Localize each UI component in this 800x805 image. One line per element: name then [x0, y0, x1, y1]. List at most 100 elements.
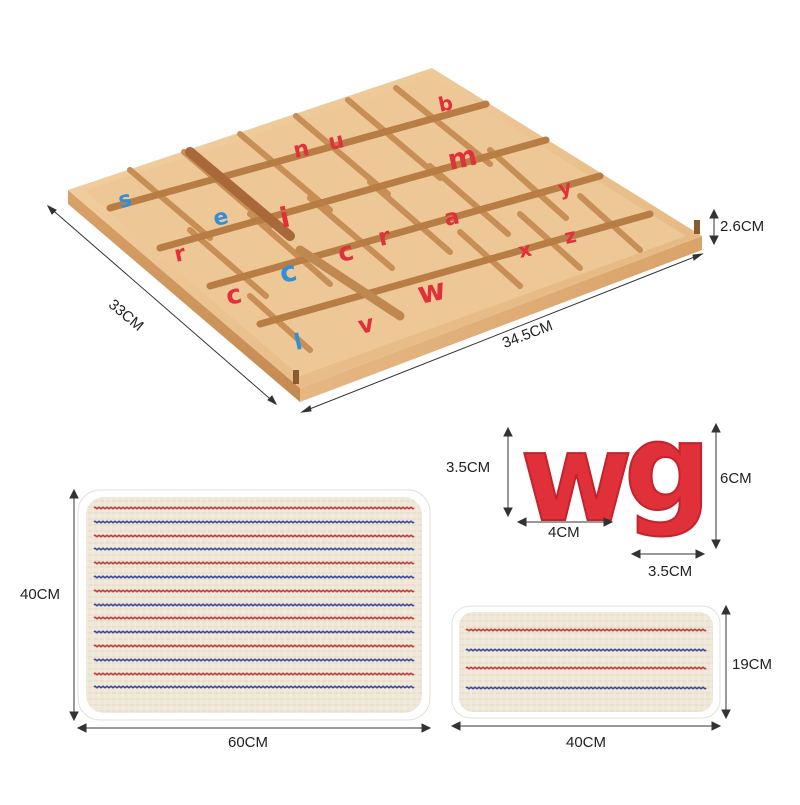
divider	[247, 211, 333, 287]
divider	[237, 131, 333, 213]
letter-w-piece: w	[519, 406, 634, 550]
tray-side-right	[300, 236, 702, 402]
arrowhead	[721, 604, 731, 615]
letter-g-height-label: 6CM	[720, 470, 752, 487]
arrowhead	[603, 517, 614, 527]
arrowhead	[711, 539, 721, 550]
divider	[106, 100, 490, 212]
large-mat-height-label: 40CM	[20, 586, 61, 603]
large-mat-width-label: 60CM	[228, 734, 269, 751]
divider	[427, 163, 511, 237]
mat-stripe	[465, 686, 707, 690]
mat-stripes	[465, 628, 707, 690]
svg-text:r: r	[172, 241, 188, 268]
dimension-line-width	[301, 253, 703, 413]
small-mat-height-label: 19CM	[732, 656, 773, 673]
tray-dividers-cross	[106, 100, 654, 328]
divider	[256, 210, 654, 328]
letter-g-piece: g	[623, 396, 712, 540]
mat-stripe	[93, 644, 415, 648]
wooden-tray: s r e c c i l c r n u b m w v a x z y	[68, 68, 702, 402]
tray-floor	[84, 78, 686, 376]
arrowhead	[516, 517, 527, 527]
arrowhead	[46, 204, 57, 215]
letter-w-width-label: 4CM	[548, 524, 580, 541]
mat-stripe	[93, 575, 415, 579]
tray-dividers	[127, 85, 643, 353]
svg-text:c: c	[335, 236, 356, 269]
letter-g: g	[624, 397, 711, 539]
svg-text:u: u	[326, 128, 347, 156]
arrowhead	[503, 507, 513, 518]
svg-text:c: c	[277, 254, 300, 290]
mat-stripe	[93, 672, 415, 676]
mat-stripe	[93, 603, 415, 607]
small-mat-width-label: 40CM	[566, 734, 607, 751]
arrowhead	[695, 549, 706, 559]
arrowhead	[630, 549, 641, 559]
large-mat-dimension-lines	[69, 488, 432, 733]
divider	[127, 167, 213, 241]
small-mat-dimension-lines	[450, 604, 731, 731]
svg-text:v: v	[355, 309, 376, 340]
mat-stripe	[93, 520, 415, 524]
arrowhead	[421, 723, 432, 733]
tray-joint	[293, 370, 299, 384]
mat-stripe	[93, 685, 415, 689]
mat-stripe	[465, 628, 707, 632]
mat-stripe	[93, 589, 415, 593]
mat-stripe	[93, 534, 415, 538]
divider	[187, 227, 269, 299]
arrowhead	[711, 422, 721, 433]
svg-text:z: z	[562, 223, 578, 249]
arrowhead	[69, 711, 79, 722]
svg-text:c: c	[223, 279, 244, 312]
mat-stripe	[93, 658, 415, 662]
dimension-line-depth	[47, 205, 277, 405]
arrowhead	[721, 709, 731, 720]
svg-text:b: b	[436, 90, 455, 116]
mat-stripe	[93, 506, 415, 510]
mat-stripe	[93, 616, 415, 620]
letter-w-height-label: 3.5CM	[446, 459, 491, 476]
divider	[307, 195, 395, 271]
tray-side-left	[68, 190, 300, 402]
divider	[156, 136, 550, 252]
arrowhead	[709, 235, 719, 246]
divider	[393, 85, 493, 167]
tray-joint	[694, 220, 700, 234]
svg-text:m: m	[445, 138, 480, 176]
letter-w-dimension-lines	[503, 426, 614, 527]
arrowhead	[709, 208, 719, 219]
divider	[247, 293, 313, 353]
letter-g-dimension-lines	[630, 422, 721, 559]
arrowhead	[692, 253, 704, 261]
divider-dark	[185, 147, 295, 241]
tray-dimension-lines	[46, 204, 719, 413]
arrowhead	[450, 721, 461, 731]
mat-stripe	[93, 630, 415, 634]
arrowhead	[76, 723, 87, 733]
arrowhead	[711, 721, 722, 731]
tray-height-label: 2.6CM	[720, 218, 765, 235]
svg-text:n: n	[291, 136, 312, 164]
large-mat	[77, 489, 431, 721]
mat-stripes	[93, 506, 415, 689]
divider	[487, 147, 569, 221]
mat-stripe	[93, 561, 415, 565]
mat-stripe	[465, 648, 707, 652]
svg-text:a: a	[442, 204, 462, 232]
svg-text:s: s	[116, 187, 134, 214]
arrowhead	[267, 395, 278, 406]
svg-text:y: y	[556, 175, 574, 201]
divider	[206, 172, 604, 290]
letter-g-width-label: 3.5CM	[648, 563, 693, 580]
small-mat	[451, 605, 721, 719]
svg-text:e: e	[211, 204, 231, 232]
arrowhead	[503, 426, 513, 437]
mat-fabric	[459, 612, 713, 712]
divider-dark	[295, 245, 405, 321]
svg-text:x: x	[516, 237, 534, 263]
